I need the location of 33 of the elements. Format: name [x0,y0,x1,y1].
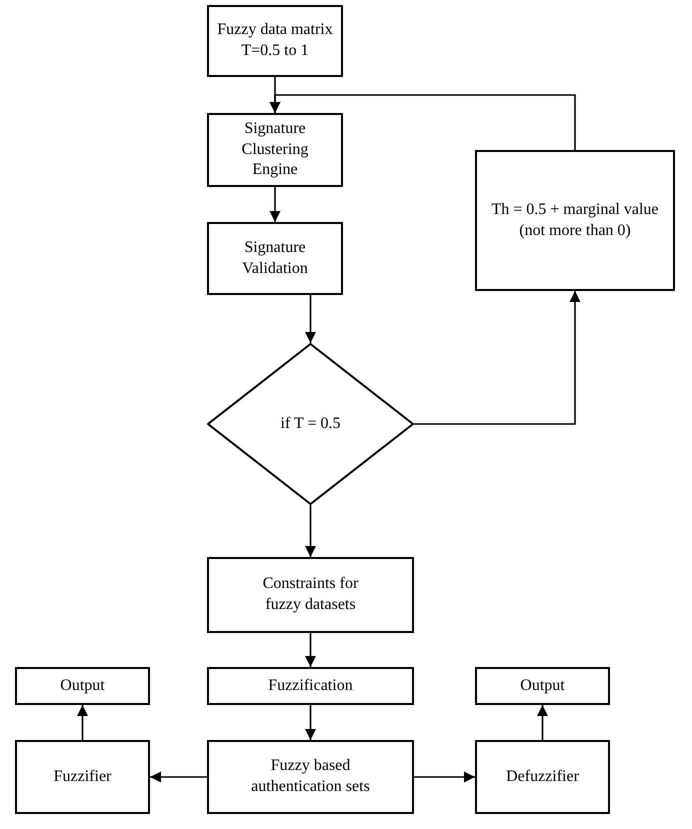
arrow [269,187,281,222]
process-box [475,150,675,291]
process-box [15,740,150,814]
process-box [207,113,343,187]
arrow [76,705,88,740]
process-box [475,740,610,814]
process-box [15,667,150,705]
process-box [207,667,414,705]
node-label: Defuzzifier [506,766,579,787]
arrow [536,705,548,740]
node-label: Output [60,676,105,696]
arrow [304,705,316,740]
arrow [414,771,475,783]
node-label: Signature Validation [241,238,309,278]
process-box [207,5,343,77]
arrow [304,295,316,343]
arrow [269,94,576,150]
process-box [207,557,414,633]
node-label: Constraints for fuzzy datasets [262,574,360,615]
node-label: if T = 0.5 [280,414,340,434]
process-box [475,667,610,705]
process-box [207,740,414,814]
arrow [414,291,581,425]
node-label: Signature Clustering Engine [240,118,310,180]
node-label: Fuzzification [268,676,353,696]
process-box [207,222,343,295]
arrow [304,505,316,557]
node-label: Fuzzifier [54,766,112,787]
node-label: Fuzzy data matrix T=0.5 to 1 [216,20,334,61]
node-label: Th = 0.5 + marginal value (not more than 0) [490,200,660,240]
arrow [150,771,207,783]
node-label: Output [520,676,565,696]
node-label: Fuzzy based authentication sets [250,756,371,797]
